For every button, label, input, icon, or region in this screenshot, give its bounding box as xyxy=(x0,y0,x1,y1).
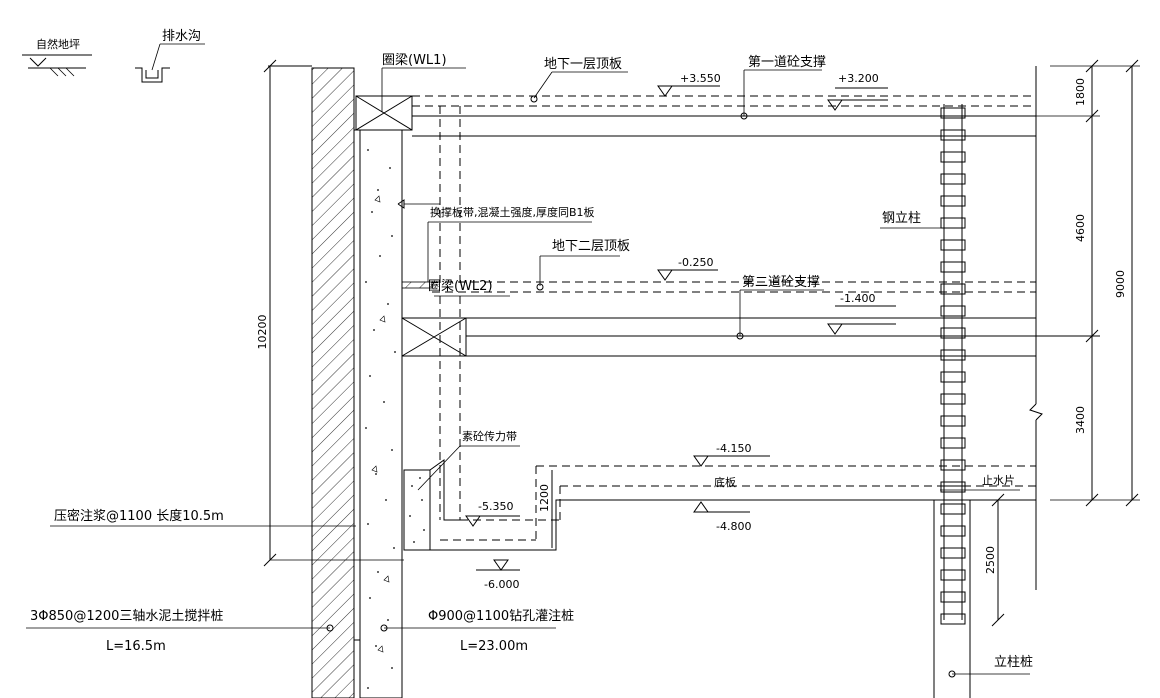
steel-column-plate xyxy=(940,305,966,317)
base-slab-label: 底板 xyxy=(714,475,736,489)
replacement-note: 换撑板带,混凝土强度,厚度同B1板 xyxy=(430,205,595,219)
steel-column-plate xyxy=(940,569,966,581)
drain-ditch-symbol xyxy=(135,43,205,83)
elev-m1400-text: -1.400 xyxy=(840,292,875,305)
ring-beam-wl1 xyxy=(355,67,466,131)
steel-column-plate xyxy=(940,371,966,383)
steel-column-plate xyxy=(940,129,966,141)
dim-4600-text: 4600 xyxy=(1074,214,1087,242)
ring-beam-wl2 xyxy=(401,295,510,357)
natural-ground-label: 自然地坪 xyxy=(36,37,80,51)
column-pile-label: 立柱桩 xyxy=(994,655,1033,670)
elev-m0250-text: -0.250 xyxy=(678,256,713,269)
grouting-label: 压密注浆@1100 长度10.5m xyxy=(54,508,224,524)
first-support xyxy=(412,69,1036,137)
plain-concrete-label: 素砼传力带 xyxy=(462,430,517,443)
steel-column-plate xyxy=(940,173,966,185)
steel-column-plate xyxy=(940,217,966,229)
waterstop xyxy=(940,485,1020,491)
grouting-strip xyxy=(353,129,361,641)
steel-column-plate xyxy=(940,283,966,295)
steel-column xyxy=(940,104,966,625)
elev-3550-text: +3.550 xyxy=(680,72,721,85)
elev-3200-text: +3.200 xyxy=(838,72,879,85)
elev-3200-marker xyxy=(827,87,888,111)
break-line xyxy=(1029,66,1043,590)
b2-roof-label: 地下二层顶板 xyxy=(552,239,630,254)
steel-column-plate xyxy=(940,503,966,515)
steel-column-plate xyxy=(940,107,966,119)
steel-column-plate xyxy=(940,239,966,251)
natural-ground-symbol xyxy=(22,54,92,77)
plain-concrete-belt xyxy=(403,445,520,551)
steel-column-plate xyxy=(940,195,966,207)
steel-column-plate xyxy=(940,525,966,537)
b1-roof-label: 地下一层顶板 xyxy=(544,57,622,72)
steel-column-plate xyxy=(940,481,966,493)
replacement-note-leader xyxy=(427,221,592,282)
elev-m5350-text: -5.350 xyxy=(478,500,513,513)
dim-9000-text: 9000 xyxy=(1114,270,1127,298)
first-support-label: 第一道砼支撑 xyxy=(748,55,826,70)
steel-column-plate xyxy=(940,591,966,603)
dim-2500-text: 2500 xyxy=(984,546,997,574)
bored-pile xyxy=(359,129,403,698)
steel-column-plate xyxy=(940,613,966,625)
bored-pile-length: L=23.00m xyxy=(460,639,528,654)
elev-m4150-marker xyxy=(693,455,770,467)
b2-roof-slab xyxy=(401,255,1036,293)
steel-column-plate xyxy=(940,415,966,427)
elev-m1400-marker xyxy=(827,305,896,335)
elev-3550-marker xyxy=(657,85,720,97)
steel-column-label: 钢立柱 xyxy=(882,211,921,226)
second-support xyxy=(402,289,1100,357)
elev-m4800-marker xyxy=(693,501,750,513)
b1-roof-slab xyxy=(412,71,1036,107)
dim-10200-text: 10200 xyxy=(256,315,269,350)
steel-column-plate xyxy=(940,393,966,405)
dim-10200 xyxy=(263,59,404,567)
dim-800 xyxy=(397,199,440,209)
right-dimensions xyxy=(1036,59,1140,507)
column-pile-leader xyxy=(948,670,1030,678)
steel-column-plate xyxy=(940,327,966,339)
drain-ditch-label: 排水沟 xyxy=(162,29,201,44)
dim-1200-text: 1200 xyxy=(538,484,551,512)
mixing-pile-label: 3Φ850@1200三轴水泥土搅拌桩 xyxy=(30,608,223,624)
ring-beam-wl1-label: 圈梁(WL1) xyxy=(382,53,447,68)
dim-3400-text: 3400 xyxy=(1074,406,1087,434)
elev-m4150-text: -4.150 xyxy=(716,442,751,455)
elev-m6000-text: -6.000 xyxy=(484,578,519,591)
elev-m4800-text: -4.800 xyxy=(716,520,751,533)
waterstop-label: 止水片 xyxy=(982,474,1015,487)
mixing-pile-leader xyxy=(26,624,334,632)
steel-column-plate xyxy=(940,349,966,361)
steel-column-plate xyxy=(940,459,966,471)
ring-beam-wl2-label: 圈梁(WL2) xyxy=(428,279,493,294)
bored-pile-leader xyxy=(380,624,556,632)
bored-pile-label: Φ900@1100钻孔灌注桩 xyxy=(428,609,574,624)
elev-m5350-marker xyxy=(465,515,520,527)
steel-column-plate xyxy=(940,151,966,163)
bored-pile-speckles xyxy=(365,149,396,689)
steel-column-plate xyxy=(940,437,966,449)
mixing-pile-wall xyxy=(311,67,355,698)
steel-column-plate xyxy=(940,261,966,273)
elev-m0250-marker xyxy=(657,269,718,281)
elev-m6000-marker xyxy=(476,559,520,571)
dim-1800-text: 1800 xyxy=(1074,78,1087,106)
second-support-label: 第二道砼支撑 xyxy=(742,275,820,290)
mixing-pile-length: L=16.5m xyxy=(106,639,166,654)
steel-column-plate xyxy=(940,547,966,559)
dim-2500 xyxy=(991,493,1005,627)
